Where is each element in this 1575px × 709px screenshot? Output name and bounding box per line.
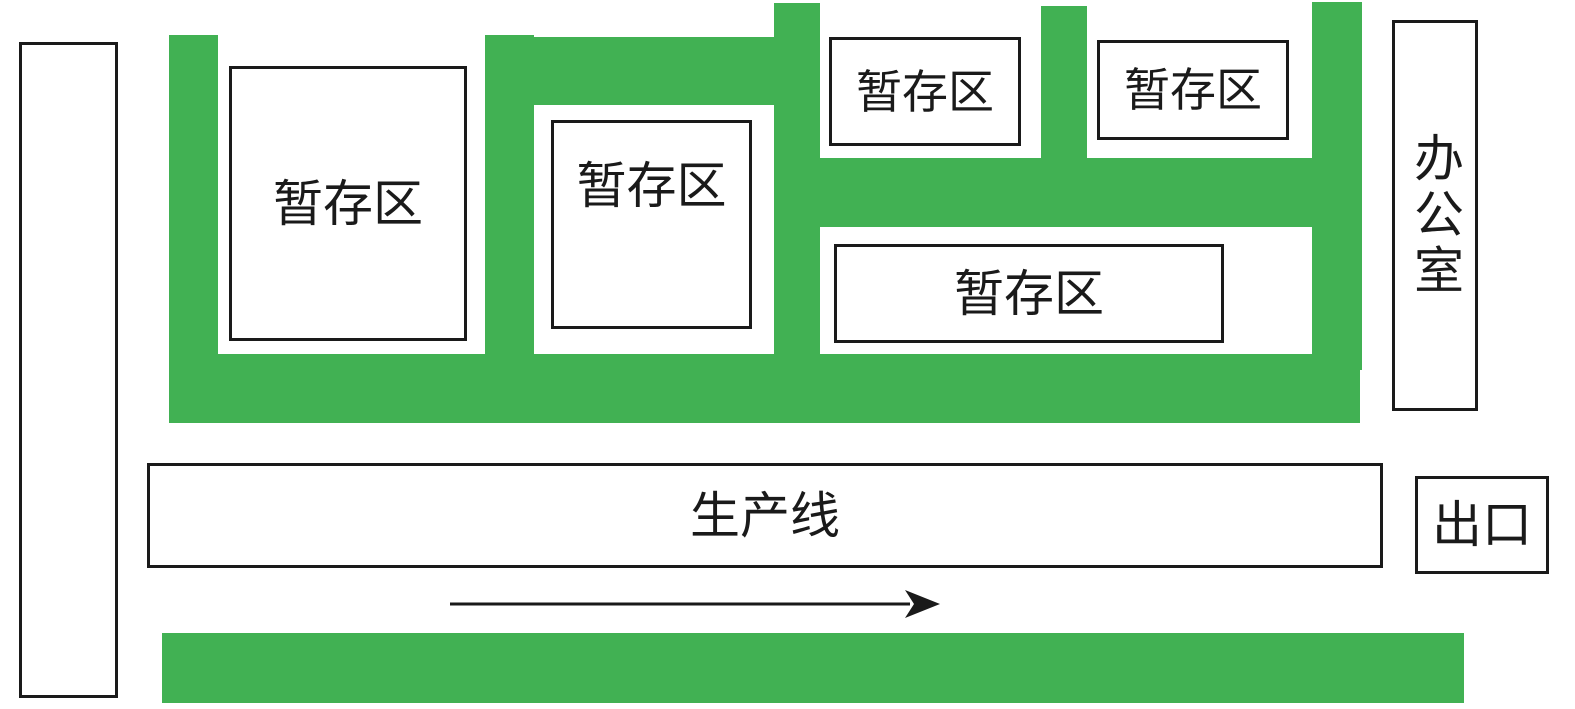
production-line-box: 生产线 (147, 463, 1383, 568)
exit-box: 出口 (1415, 476, 1549, 574)
office-box: 办公室 (1392, 20, 1478, 411)
flow-arrow-head (905, 590, 940, 618)
path-bottom-horizontal (162, 633, 1464, 703)
storage-zone-1: 暂存区 (229, 66, 467, 341)
storage-zone-label: 暂存区 (576, 157, 727, 215)
storage-zone-4: 暂存区 (1097, 40, 1289, 140)
path-main-horizontal (169, 354, 1360, 423)
storage-zone-3: 暂存区 (829, 37, 1021, 146)
production-line-label: 生产线 (690, 486, 840, 545)
storage-zone-label: 暂存区 (1124, 63, 1262, 117)
office-label: 办公室 (1406, 131, 1464, 300)
storage-zone-label: 暂存区 (856, 64, 994, 119)
path-top-horizontal (485, 37, 819, 105)
path-middle-horizontal (774, 158, 1362, 227)
storage-zone-label: 暂存区 (273, 174, 423, 233)
storage-zone-2: 暂存区 (551, 120, 752, 329)
path-upper-right-vertical (1041, 6, 1087, 166)
exit-label: 出口 (1432, 496, 1532, 554)
left-column-box (19, 42, 118, 698)
path-right-vertical (1312, 2, 1362, 370)
storage-zone-5: 暂存区 (834, 244, 1224, 343)
storage-zone-label: 暂存区 (954, 264, 1104, 323)
